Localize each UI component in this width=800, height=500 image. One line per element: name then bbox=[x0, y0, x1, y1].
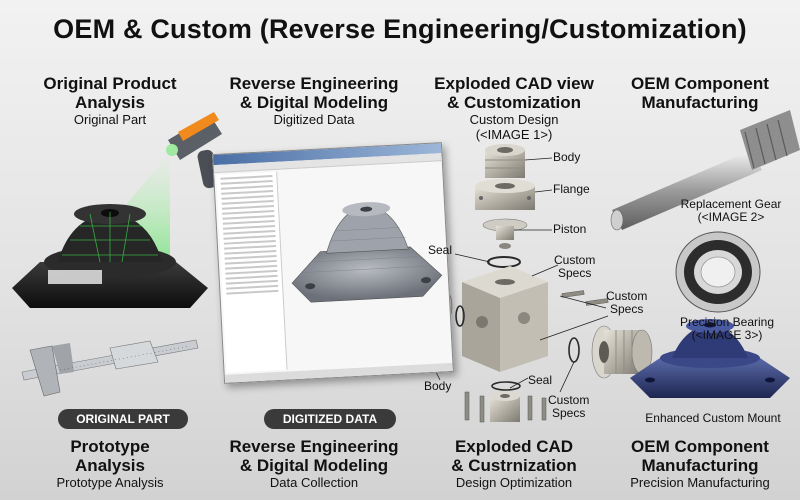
bottom-heading: OEM Component Manufacturing bbox=[631, 437, 769, 475]
seal-ring-icon bbox=[487, 256, 521, 268]
flange-part-icon bbox=[475, 179, 535, 210]
callout-seal-bottom: Seal bbox=[528, 373, 553, 387]
replacement-gear-shaft-icon bbox=[610, 110, 800, 231]
bottom-subheading: Design Optimization bbox=[455, 475, 573, 490]
callout-seal-left: Seal bbox=[428, 243, 453, 257]
callout-body-bottom: Body bbox=[424, 379, 452, 393]
callout-custom-specs-2: Custom Specs bbox=[606, 289, 648, 316]
exploded-cad-assembly bbox=[383, 144, 653, 423]
column-reverse-engineering: Reverse Engineering & Digital Modeling D… bbox=[218, 74, 410, 127]
main-block-part-icon bbox=[462, 266, 548, 372]
precision-bearing-icon bbox=[675, 231, 761, 313]
piston-part-icon bbox=[482, 218, 528, 249]
callout-enhanced-mount: Enhanced Custom Mount bbox=[645, 411, 781, 425]
cad-software-window bbox=[212, 142, 454, 384]
callout-precision-bearing: Precision Bearing (<IMAGE 3>) bbox=[679, 315, 775, 342]
column-heading: OEM Component Manufacturing bbox=[631, 74, 769, 112]
callout-custom-specs-3: Custom Specs bbox=[548, 393, 590, 420]
callout-replacement-gear: Replacement Gear (<IMAGE 2> bbox=[680, 197, 782, 224]
column-exploded-cad: Exploded CAD view & Customization Custom… bbox=[418, 74, 610, 142]
column-original-analysis: Original Product Analysis Original Part bbox=[20, 74, 200, 127]
mesh-model-icon bbox=[291, 202, 443, 303]
page-title: OEM & Custom (Reverse Engineering/Custom… bbox=[53, 14, 747, 44]
body-top-part-icon bbox=[485, 144, 525, 178]
bottom-cap-part-icon bbox=[490, 391, 520, 422]
callout-piston: Piston bbox=[553, 222, 587, 236]
column-heading: Exploded CAD view & Customization bbox=[434, 74, 594, 112]
bottom-column-prototype: Prototype Analysis Prototype Analysis bbox=[20, 437, 200, 490]
column-heading: Reverse Engineering & Digital Modeling bbox=[229, 74, 399, 112]
bottom-column-exploded-cad: Exploded CAD & Custrnization Design Opti… bbox=[418, 437, 610, 490]
column-heading: Original Product Analysis bbox=[43, 74, 177, 112]
bottom-subheading: Data Collection bbox=[269, 475, 359, 490]
callout-body-top: Body bbox=[553, 150, 581, 164]
callout-flange: Flange bbox=[553, 182, 590, 196]
column-oem-manufacturing: OEM Component Manufacturing bbox=[612, 74, 788, 112]
bottom-column-reverse-engineering: Reverse Engineering & Digital Modeling D… bbox=[218, 437, 410, 490]
bottom-heading: Exploded CAD & Custrnization bbox=[451, 437, 577, 475]
column-subheading: Digitized Data bbox=[273, 112, 355, 127]
bottom-column-oem-manufacturing: OEM Component Manufacturing Precision Ma… bbox=[612, 437, 788, 490]
right-fitting-part-icon bbox=[591, 325, 653, 379]
digitized-data-badge: DIGITIZED DATA bbox=[264, 409, 396, 429]
column-subheading: Custom Design (<IMAGE 1>) bbox=[469, 112, 559, 142]
caliper-icon bbox=[21, 339, 199, 397]
screw-icons bbox=[464, 290, 609, 423]
column-subheading: Original Part bbox=[73, 112, 147, 127]
bottom-subheading: Prototype Analysis bbox=[56, 475, 164, 490]
original-part-badge: ORIGINAL PART bbox=[58, 409, 188, 429]
bottom-subheading: Precision Manufacturing bbox=[630, 475, 770, 490]
bottom-heading: Reverse Engineering & Digital Modeling bbox=[229, 437, 399, 475]
enhanced-custom-mount-icon bbox=[630, 319, 790, 398]
callout-custom-specs-1: Custom Specs bbox=[554, 253, 596, 280]
rubber-mount-icon bbox=[12, 204, 208, 308]
bottom-heading: Prototype Analysis bbox=[70, 437, 150, 475]
